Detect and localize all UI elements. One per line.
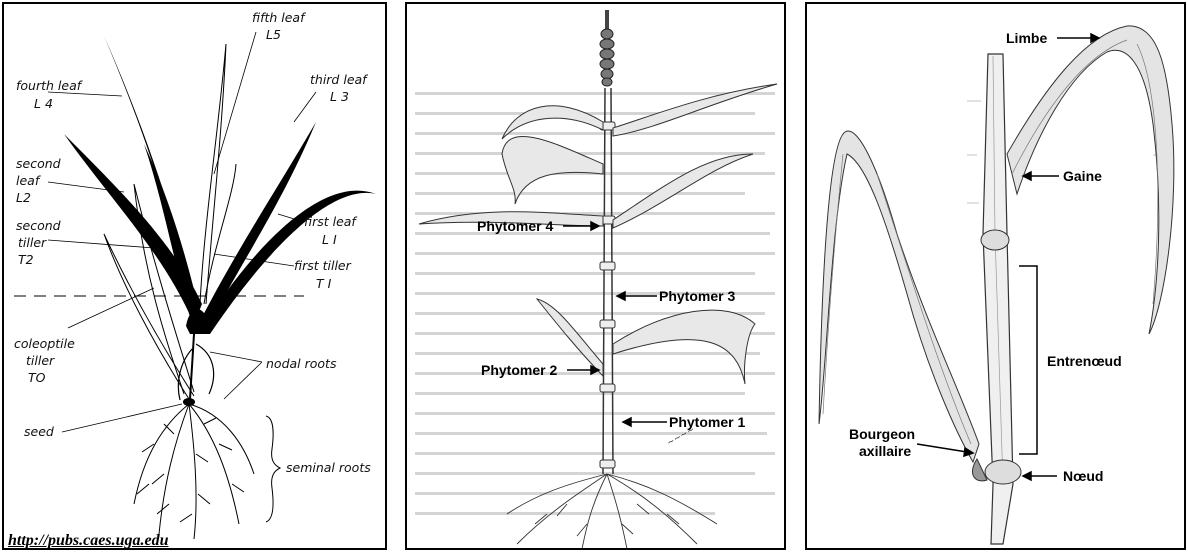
phytomer-illustration: ~~~~ Phytomer 4 Phytomer 3 Phytomer 2 Ph… bbox=[407, 4, 786, 550]
phytomer-diagram-panel: ~~~~ Phytomer 4 Phytomer 3 Phytomer 2 Ph… bbox=[405, 2, 786, 550]
phytomer-3-label: Phytomer 3 bbox=[659, 288, 735, 304]
first-tiller-label: first tiller bbox=[294, 258, 352, 273]
second-leaf-label: second bbox=[16, 156, 61, 171]
seminal-roots-label: seminal roots bbox=[286, 460, 371, 475]
nodal-roots-label: nodal roots bbox=[266, 356, 337, 371]
upper-node bbox=[981, 230, 1009, 250]
first-leaf-label: first leaf bbox=[304, 214, 357, 229]
phytomer-1-label: Phytomer 1 bbox=[669, 414, 745, 430]
blade-left bbox=[819, 131, 979, 462]
second-tiller-label-2: tiller bbox=[18, 235, 47, 250]
leader-lines bbox=[48, 32, 316, 432]
first-leaf-code: L I bbox=[322, 232, 337, 247]
bourgeon-label: Bourgeon bbox=[849, 426, 915, 442]
seedling-illustration: fifth leaf L5 third leaf L 3 fourth leaf… bbox=[4, 4, 387, 550]
seed-label: seed bbox=[24, 424, 54, 439]
second-tiller-code: T2 bbox=[18, 252, 34, 267]
seminal-roots-shape bbox=[134, 404, 254, 539]
lower-node bbox=[985, 460, 1021, 484]
gaine-label: Gaine bbox=[1063, 168, 1102, 184]
spike bbox=[600, 10, 614, 86]
axillaire-label: axillaire bbox=[859, 443, 911, 459]
coleoptile-tiller-code: TO bbox=[28, 370, 46, 385]
phytomer-4-label: Phytomer 4 bbox=[477, 218, 553, 234]
second-tiller-label: second bbox=[16, 218, 61, 233]
stem-anatomy-panel: Limbe Gaine Entrenœud Bourgeon axillaire… bbox=[805, 2, 1186, 550]
seedling-diagram-panel: fifth leaf L5 third leaf L 3 fourth leaf… bbox=[2, 2, 387, 550]
phytomer-2-label: Phytomer 2 bbox=[481, 362, 557, 378]
fourth-leaf-code: L 4 bbox=[34, 96, 53, 111]
fifth-leaf-code: L5 bbox=[266, 27, 281, 42]
fifth-leaf-label: fifth leaf bbox=[252, 10, 306, 25]
third-leaf-label: third leaf bbox=[310, 72, 368, 87]
coleoptile-tiller-label: coleoptile bbox=[14, 336, 75, 351]
stem-anatomy-illustration: Limbe Gaine Entrenœud Bourgeon axillaire… bbox=[807, 4, 1186, 550]
stem bbox=[603, 88, 613, 474]
entrenoeud-label: Entrenœud bbox=[1047, 353, 1122, 369]
coleoptile-tiller-label-2: tiller bbox=[26, 353, 55, 368]
first-tiller-code: T I bbox=[316, 276, 332, 291]
internode-bracket bbox=[1019, 266, 1037, 454]
roots bbox=[507, 474, 717, 549]
second-leaf-code: L2 bbox=[16, 190, 31, 205]
seminal-roots-brace bbox=[266, 416, 280, 522]
second-leaf-label-2: leaf bbox=[16, 173, 41, 188]
limbe-label: Limbe bbox=[1006, 30, 1047, 46]
source-url: http://pubs.caes.uga.edu bbox=[8, 532, 168, 550]
third-leaf-code: L 3 bbox=[330, 89, 349, 104]
fourth-leaf-label: fourth leaf bbox=[16, 78, 83, 93]
noeud-label: Nœud bbox=[1063, 468, 1103, 484]
fifth-leaf-outline bbox=[200, 44, 226, 304]
